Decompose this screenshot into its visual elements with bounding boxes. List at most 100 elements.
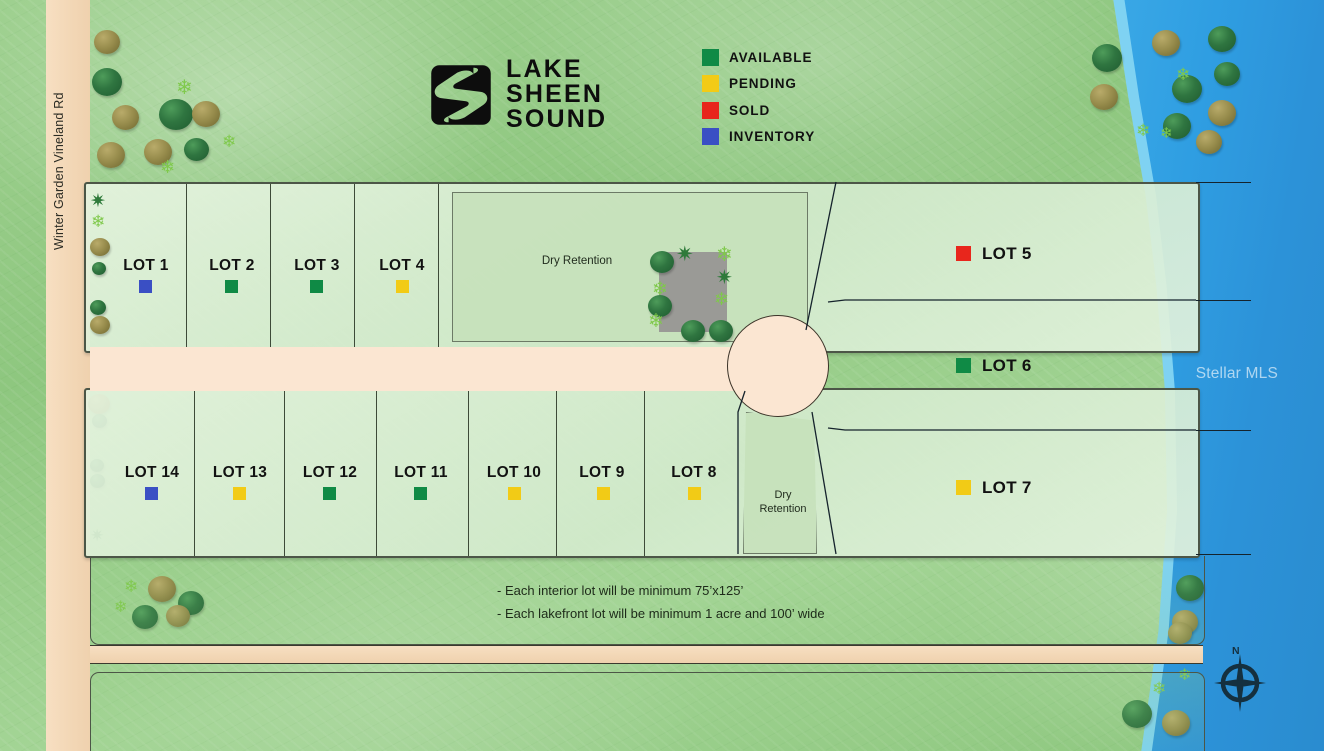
lot-boundary [468, 390, 557, 556]
shrub-icon: ❄ [91, 212, 106, 231]
lot-boundary [556, 390, 645, 556]
tree-icon [709, 320, 733, 342]
boundary-extension-north [1196, 182, 1251, 184]
lot-status-swatch-11 [414, 487, 427, 500]
dry-retention-bottom-line1: Dry [774, 489, 792, 501]
shrub-icon: ❄ [716, 244, 733, 266]
dry-retention-top-label: Dry Retention [541, 255, 613, 267]
lot-status-swatch-1 [139, 280, 152, 293]
lot-boundary [186, 184, 271, 351]
lot-boundary [376, 390, 469, 556]
parcel-strip-middle [90, 556, 1205, 645]
road-bottom [90, 645, 1203, 664]
brand-logo: LAKE SHEEN SOUND [430, 57, 607, 132]
lot-label-3[interactable]: LOT 3 [294, 257, 340, 274]
legend-row-available: AVAILABLE [702, 44, 815, 71]
legend-row-sold: SOLD [702, 97, 815, 124]
lake-sheen-sound-logo-icon [431, 64, 491, 125]
shrub-icon: ❄ [1136, 121, 1151, 140]
tree-icon [92, 262, 106, 275]
palm-icon: ✷ [716, 267, 733, 289]
lot-label-14[interactable]: LOT 14 [124, 464, 180, 481]
lot-status-swatch-10 [508, 487, 521, 500]
shrub-icon: ❄ [114, 600, 127, 616]
lot-label-8[interactable]: LOT 8 [671, 464, 717, 481]
lot-status-swatch-5 [956, 246, 971, 261]
lot-status-swatch-4 [396, 280, 409, 293]
stellar-mls-watermark: Stellar MLS [1195, 365, 1278, 382]
lot-label-10[interactable]: LOT 10 [486, 464, 542, 481]
shrub-icon: ❄ [652, 279, 668, 300]
status-legend: AVAILABLE PENDING SOLD INVENTORY [702, 44, 815, 150]
tree-icon [648, 295, 672, 317]
dry-retention-area-top [452, 192, 808, 342]
lot-boundary [86, 184, 187, 351]
compass-north-label: N [1232, 645, 1240, 657]
lot-boundary [86, 390, 195, 556]
tree-icon [650, 251, 674, 273]
lot-status-swatch-13 [233, 487, 246, 500]
brand-line-2: SHEEN [506, 80, 604, 108]
palm-icon: ✷ [90, 191, 106, 212]
legend-chip-sold [702, 101, 719, 119]
lot-boundary [284, 390, 377, 556]
tree-icon [1168, 622, 1192, 644]
tree-icon [1208, 100, 1236, 126]
block-bottom-row [84, 388, 1200, 558]
palm-icon: ✷ [676, 243, 694, 266]
boundary-extension-south [1196, 554, 1251, 556]
legend-chip-inventory [702, 128, 719, 146]
shrub-icon: ❄ [1178, 668, 1191, 684]
lot-status-swatch-6 [956, 358, 971, 373]
lot-label-11[interactable]: LOT 11 [394, 464, 448, 481]
lot-label-1[interactable]: LOT 1 [123, 257, 169, 274]
lot-label-4[interactable]: LOT 4 [379, 257, 425, 274]
tree-icon [94, 30, 120, 54]
shrub-icon: ❄ [222, 132, 237, 151]
tree-icon [112, 105, 139, 130]
shrub-icon: ❄ [1160, 125, 1173, 142]
lot-label-13[interactable]: LOT 13 [212, 464, 268, 481]
lot-label-2[interactable]: LOT 2 [209, 257, 255, 274]
tree-icon [92, 68, 122, 96]
tree-icon [184, 138, 209, 161]
lot-status-swatch-3 [310, 280, 323, 293]
tree-icon [1214, 62, 1240, 86]
shrub-icon: ❄ [648, 311, 664, 332]
lot-label-9[interactable]: LOT 9 [579, 464, 625, 481]
tree-icon [97, 142, 125, 168]
lot-label-12[interactable]: LOT 12 [302, 464, 358, 481]
shrub-icon: ❄ [176, 77, 193, 99]
tree-icon [1196, 130, 1222, 154]
shrub-icon: ❄ [1176, 65, 1191, 84]
lot-boundary [354, 184, 439, 351]
legend-label-available: AVAILABLE [729, 49, 813, 65]
legend-row-pending: PENDING [702, 71, 815, 98]
tree-icon [1162, 710, 1190, 736]
tree-icon [1208, 26, 1236, 52]
brand-line-3: SOUND [506, 105, 608, 133]
lot-status-swatch-8 [688, 487, 701, 500]
lot-label-7[interactable]: LOT 7 [982, 478, 1032, 497]
road-label: Winter Garden Vineland Rd [52, 92, 66, 250]
boundary-extension-lot5-6 [1196, 300, 1251, 302]
lot-status-swatch-2 [225, 280, 238, 293]
shrub-icon: ❄ [160, 157, 176, 177]
lot-label-6[interactable]: LOT 6 [982, 356, 1032, 375]
parcel-strip-south [90, 672, 1205, 751]
road-interior [90, 347, 750, 391]
site-notes: - Each interior lot will be minimum 75’x… [497, 580, 825, 626]
tree-icon [148, 576, 176, 602]
cul-de-sac [727, 315, 829, 417]
note-line-2: - Each lakefront lot will be minimum 1 a… [497, 605, 825, 621]
tree-icon [159, 99, 193, 130]
lot-status-swatch-9 [597, 487, 610, 500]
tree-icon [132, 605, 158, 629]
lot-label-5[interactable]: LOT 5 [982, 244, 1032, 263]
tree-icon [681, 320, 705, 342]
shrub-icon: ❄ [124, 578, 138, 595]
tree-icon [1163, 113, 1191, 139]
lot-status-swatch-7 [956, 480, 971, 495]
compass-rose-icon [1214, 654, 1266, 712]
